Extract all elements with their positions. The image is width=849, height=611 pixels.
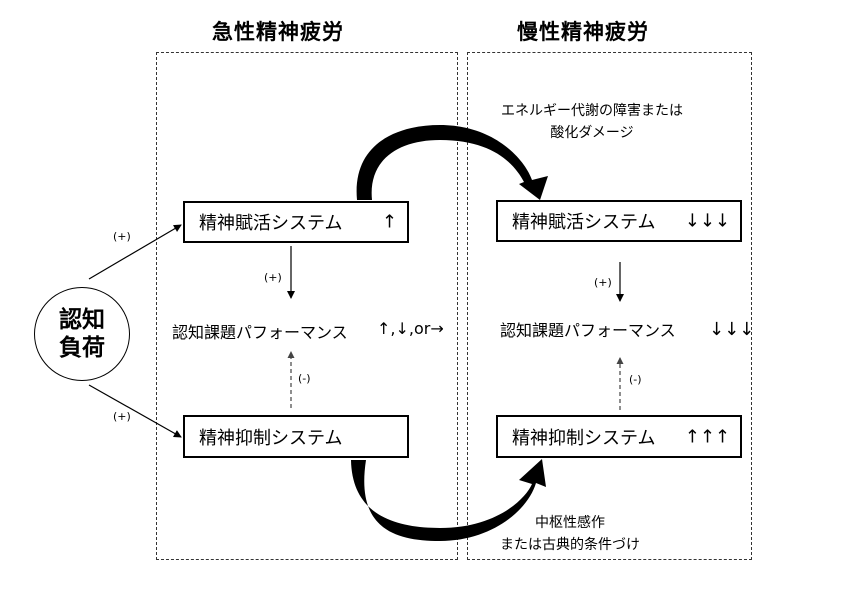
energy-note-line2: 酸化ダメージ bbox=[550, 125, 634, 141]
chronic-plus-sign: (+) bbox=[594, 276, 612, 289]
chronic-inhibition-system-box: 精神抑制システム ↑↑↑ bbox=[496, 415, 742, 458]
acute-facilitation-system-box: 精神賦活システム ↑ bbox=[183, 201, 409, 243]
chronic-facilitation-arrows: ↓↓↓ bbox=[684, 210, 730, 232]
sensitization-note-line2: または古典的条件づけ bbox=[500, 537, 640, 553]
chronic-fatigue-panel bbox=[467, 52, 752, 560]
central-sensitization-note: 中枢性感作 または古典的条件づけ bbox=[485, 512, 655, 556]
acute-fatigue-panel bbox=[156, 52, 458, 560]
chronic-performance-arrows: ↓↓↓ bbox=[709, 319, 755, 340]
acute-minus-sign: (-) bbox=[298, 372, 311, 385]
acute-plus-sign: (+) bbox=[264, 271, 282, 284]
acute-inhibition-system-box: 精神抑制システム bbox=[183, 415, 409, 458]
chronic-inhibition-label: 精神抑制システム bbox=[512, 427, 656, 449]
chronic-fatigue-header: 慢性精神疲労 bbox=[517, 20, 649, 44]
acute-performance-label: 認知課題パフォーマンス bbox=[172, 323, 348, 342]
chronic-performance-label: 認知課題パフォーマンス bbox=[500, 321, 676, 340]
acute-fatigue-header: 急性精神疲労 bbox=[212, 20, 344, 44]
cognitive-load-line1: 認知 bbox=[59, 307, 105, 333]
chronic-inhibition-arrows: ↑↑↑ bbox=[684, 426, 730, 447]
chronic-facilitation-system-box: 精神賦活システム ↓↓↓ bbox=[496, 200, 742, 242]
plus-sign-upper: (+) bbox=[113, 230, 131, 243]
cognitive-load-node: 認知 負荷 bbox=[34, 287, 130, 381]
chronic-facilitation-label: 精神賦活システム bbox=[512, 212, 656, 233]
acute-facilitation-label: 精神賦活システム bbox=[199, 213, 343, 234]
plus-sign-lower: (+) bbox=[113, 410, 131, 423]
energy-note-line1: エネルギー代謝の障害または bbox=[501, 103, 683, 119]
acute-facilitation-arrows: ↑ bbox=[381, 211, 397, 233]
sensitization-note-line1: 中枢性感作 bbox=[535, 515, 605, 531]
acute-performance-arrows: ↑,↓,or→ bbox=[377, 319, 444, 338]
energy-metabolism-note: エネルギー代謝の障害または 酸化ダメージ bbox=[477, 100, 707, 144]
chronic-minus-sign: (-) bbox=[629, 373, 642, 386]
acute-inhibition-label: 精神抑制システム bbox=[199, 427, 343, 449]
cognitive-load-line2: 負荷 bbox=[59, 335, 105, 361]
